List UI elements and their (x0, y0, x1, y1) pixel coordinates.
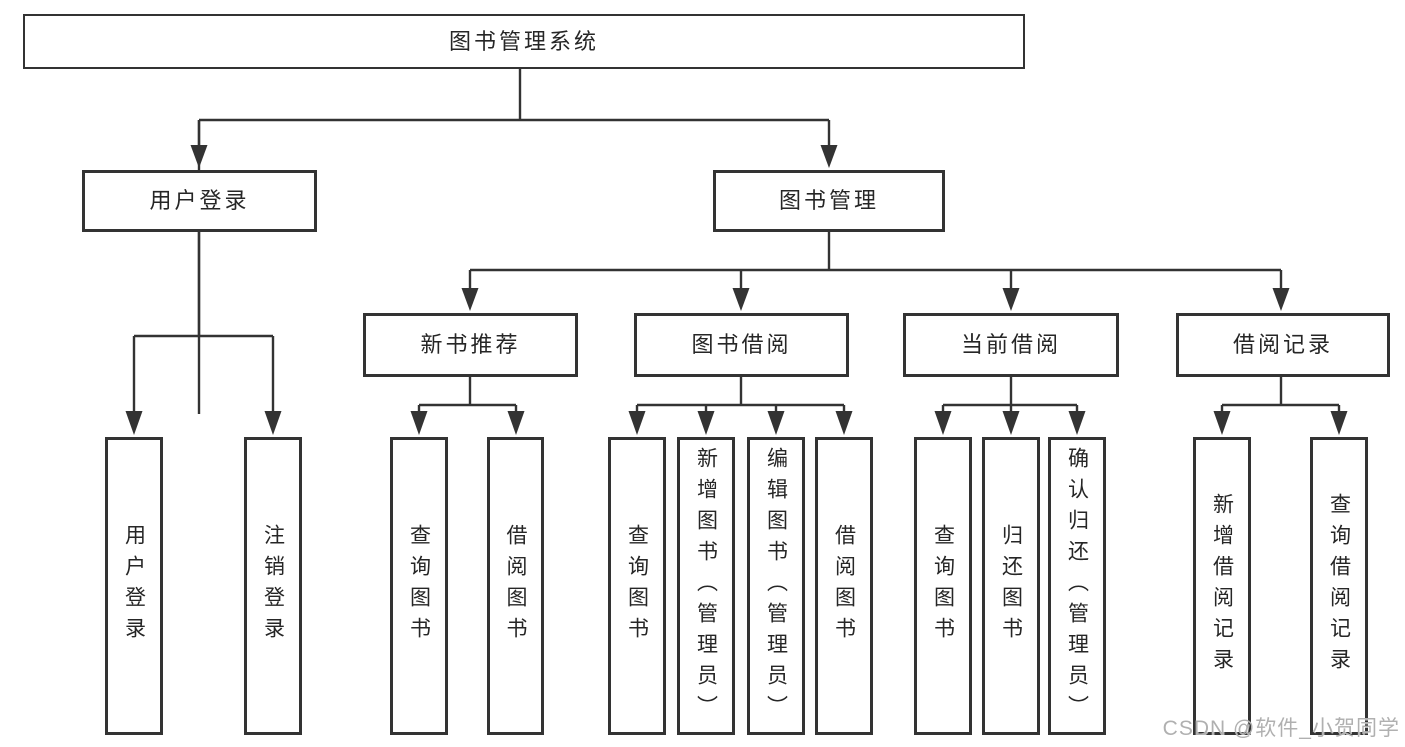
leaf-label: 查询图书 (625, 524, 649, 648)
leaf-return-book: 归还图书 (982, 437, 1040, 735)
connector-user-login-to-leaves (125, 232, 282, 435)
node-label: 当前借阅 (960, 332, 1061, 357)
leaf-logout: 注销登录 (244, 437, 302, 735)
node-label: 图书管理 (778, 188, 879, 213)
leaf-query-books-recommend: 查询图书 (390, 437, 448, 735)
leaf-label: 归还图书 (999, 524, 1023, 648)
leaf-label: 借阅图书 (504, 524, 527, 648)
node-book-borrow: 图书借阅 (634, 313, 849, 377)
leaf-label: 新增借阅记录 (1210, 493, 1234, 679)
leaf-label: 查询借阅记录 (1327, 493, 1351, 679)
leaf-borrow-books: 借阅图书 (815, 437, 873, 735)
connector-current-borrow-to-leaves (934, 377, 1086, 435)
leaf-label: 编辑图书（管理员） (764, 446, 788, 726)
node-label: 新书推荐 (420, 332, 521, 357)
leaf-add-borrow-record: 新增借阅记录 (1193, 437, 1251, 735)
leaf-label: 查询图书 (931, 524, 955, 648)
leaf-borrow-books-recommend: 借阅图书 (487, 437, 544, 735)
node-user-login: 用户登录 (82, 170, 317, 232)
leaf-query-books-borrow: 查询图书 (608, 437, 666, 735)
leaf-user-login: 用户登录 (105, 437, 163, 735)
node-current-borrow: 当前借阅 (903, 313, 1119, 377)
leaf-label: 查询图书 (407, 524, 431, 648)
node-library-management-system: 图书管理系统 (23, 14, 1025, 69)
connector-book-mgmt-to-level3 (461, 232, 1290, 311)
leaf-add-book-admin: 新增图书（管理员） (677, 437, 735, 735)
leaf-query-books-current: 查询图书 (914, 437, 972, 735)
leaf-label: 确认归还（管理员） (1065, 446, 1089, 726)
node-label: 借阅记录 (1232, 332, 1333, 357)
leaf-label: 用户登录 (122, 524, 146, 648)
leaf-edit-book-admin: 编辑图书（管理员） (747, 437, 805, 735)
node-label: 用户登录 (149, 188, 250, 213)
connector-new-book-to-leaves (410, 377, 525, 435)
node-borrow-records: 借阅记录 (1176, 313, 1390, 377)
connector-root-to-level2 (190, 69, 838, 414)
leaf-label: 借阅图书 (832, 524, 856, 648)
leaf-label: 新增图书（管理员） (694, 446, 718, 726)
leaf-query-borrow-record: 查询借阅记录 (1310, 437, 1368, 735)
connector-book-borrow-to-leaves (628, 377, 853, 435)
node-label: 图书借阅 (691, 332, 792, 357)
leaf-confirm-return-admin: 确认归还（管理员） (1048, 437, 1106, 735)
node-new-book-recommend: 新书推荐 (363, 313, 578, 377)
node-label: 图书管理系统 (448, 28, 599, 54)
leaf-label: 注销登录 (261, 524, 285, 648)
node-book-management: 图书管理 (713, 170, 945, 232)
connector-borrow-records-to-leaves (1213, 377, 1348, 435)
